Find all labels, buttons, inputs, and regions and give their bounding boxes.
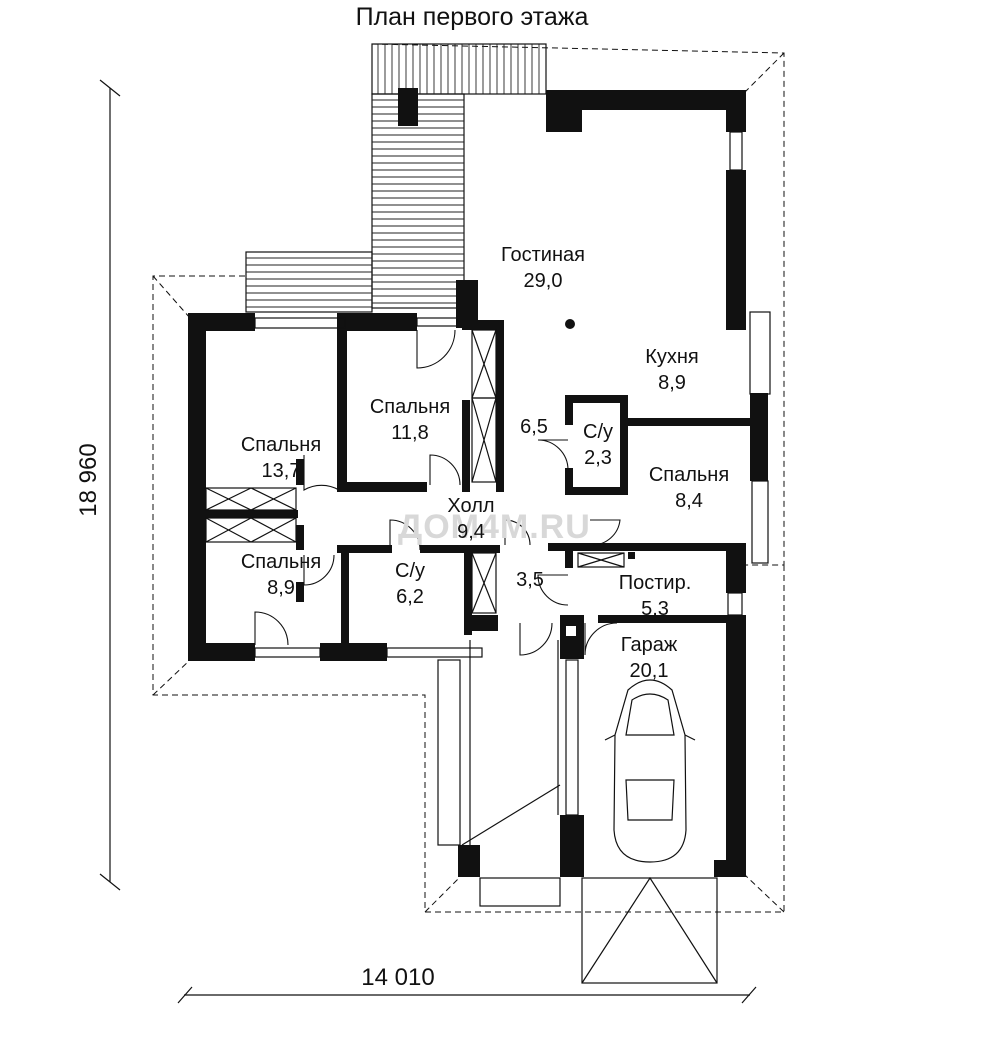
height-dimension-label: 18 960 [75,443,102,516]
width-dimension-label: 14 010 [361,964,434,991]
room-name-bedroom-89: Спальня [241,551,321,573]
terrace-deck [245,43,547,313]
ceiling-light-icon [565,319,575,329]
windows [254,131,771,984]
room-name-laundry: Постир. [619,572,692,594]
room-name-hall: Холл [447,495,494,517]
room-name-living: Гостиная [501,244,585,266]
room-area-laundry: 5,3 [641,598,669,620]
watermark: ДОМ4М.RU [398,508,591,546]
boiler-icon [628,552,635,559]
dimension-height: 18 960 [75,79,121,891]
room-area-living: 29,0 [524,270,563,292]
room-area-bedroom-137: 13,7 [262,460,301,482]
car-icon [604,679,696,863]
room-area-garage: 20,1 [630,660,669,682]
room-name-wc-small: С/у [583,421,613,443]
room-name-bathroom: С/у [395,560,425,582]
corridor-area-upper: 6,5 [520,416,548,438]
walls [188,88,768,877]
room-area-hall: 9,4 [457,521,485,543]
room-area-kitchen: 8,9 [658,372,686,394]
dimension-width: 14 010 [177,964,757,1004]
doors [254,329,621,656]
room-area-wc-small: 2,3 [584,447,612,469]
room-name-bedroom-137: Спальня [241,434,321,456]
room-area-bedroom-84: 8,4 [675,490,703,512]
wardrobes [205,329,625,614]
room-area-bedroom-118: 11,8 [391,422,428,444]
room-name-garage: Гараж [621,634,678,656]
roof-outline [152,43,785,913]
room-area-bedroom-89: 8,9 [267,577,295,599]
room-name-bedroom-84: Спальня [649,464,729,486]
corridor-area-lower: 3,5 [516,569,544,591]
room-labels: Гостиная 29,0 Кухня 8,9 Спальня 11,8 Спа… [241,244,729,682]
room-name-bedroom-118: Спальня [370,396,450,418]
plan-title: План первого этажа [355,3,589,31]
chimney-icon [566,626,576,636]
room-name-kitchen: Кухня [645,346,699,368]
room-area-bathroom: 6,2 [396,586,424,608]
